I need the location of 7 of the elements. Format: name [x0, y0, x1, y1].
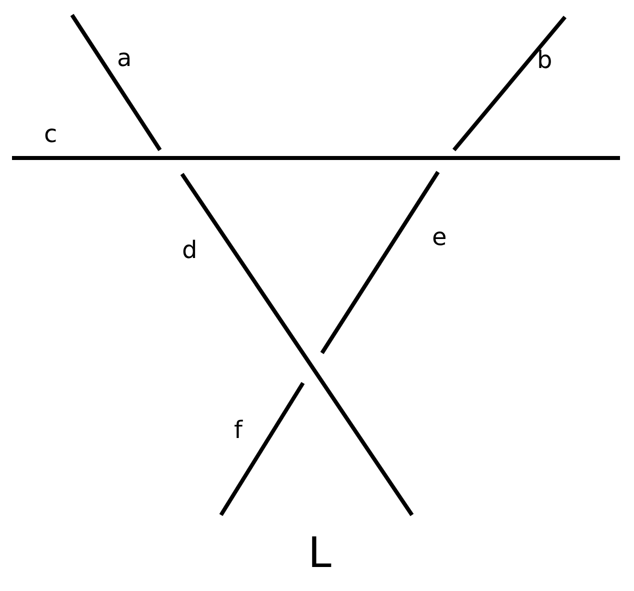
line-label: b	[537, 48, 552, 72]
line-label: L	[308, 532, 332, 574]
line-label: f	[234, 418, 242, 442]
line-label: a	[117, 46, 132, 70]
line-label: c	[44, 122, 58, 146]
line-label: d	[182, 238, 198, 262]
line-label: e	[432, 225, 447, 249]
